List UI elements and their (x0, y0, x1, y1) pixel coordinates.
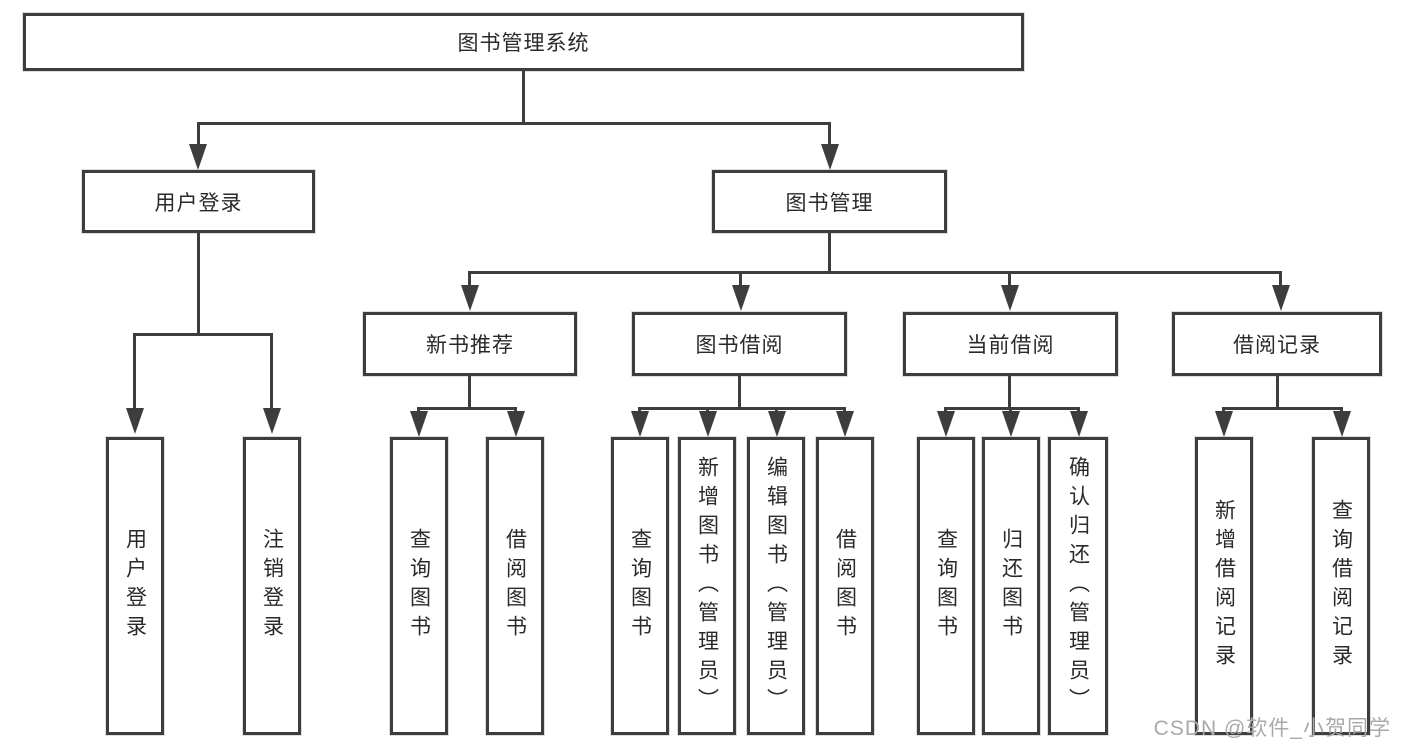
node-book-borrow: 图书借阅 (632, 312, 847, 376)
connector-line (638, 407, 846, 410)
node-borrow-records-label: 借阅记录 (1233, 334, 1321, 357)
leaf-borrow-books-2: 借阅图书 (816, 437, 874, 735)
connector-line (514, 407, 517, 413)
arrow-down-icon (1333, 411, 1351, 437)
connector-line (197, 233, 200, 336)
connector-line (775, 407, 778, 413)
connector-line (1008, 271, 1011, 285)
leaf-borrow-books-1: 借阅图书 (486, 437, 544, 735)
leaf-logout: 注销登录 (243, 437, 301, 735)
arrow-down-icon (507, 411, 525, 437)
node-user-login-label: 用户登录 (154, 191, 243, 215)
node-book-borrow-label: 图书借阅 (695, 334, 784, 357)
leaf-query-books-1-label: 查询图书 (407, 528, 431, 644)
connector-line (1279, 271, 1282, 285)
connector-line (828, 122, 831, 146)
connector-line (706, 407, 709, 413)
connector-line (638, 407, 641, 413)
arrow-down-icon (126, 408, 144, 434)
leaf-add-books-admin: 新增图书（管理员） (678, 437, 736, 735)
connector-line (1008, 376, 1011, 410)
node-current-borrow-label: 当前借阅 (966, 334, 1055, 357)
arrow-down-icon (1002, 411, 1020, 437)
leaf-query-borrow-record: 查询借阅记录 (1312, 437, 1370, 735)
arrow-down-icon (631, 411, 649, 437)
connector-line (1077, 407, 1080, 413)
arrow-down-icon (937, 411, 955, 437)
node-root-label: 图书管理系统 (457, 32, 590, 55)
leaf-borrow-books-1-label: 借阅图书 (503, 528, 527, 644)
csdn-watermark: CSDN @软件_小贺同学 (1153, 717, 1391, 740)
arrow-down-icon (263, 408, 281, 434)
connector-line (1009, 407, 1012, 413)
connector-line (1340, 407, 1343, 413)
arrow-down-icon (732, 285, 750, 311)
leaf-query-books-1: 查询图书 (390, 437, 448, 735)
leaf-return-books-label: 归还图书 (999, 528, 1023, 644)
connector-line (1276, 376, 1279, 410)
arrow-down-icon (461, 285, 479, 311)
connector-line (843, 407, 846, 413)
node-borrow-records: 借阅记录 (1172, 312, 1382, 376)
leaf-edit-books-admin: 编辑图书（管理员） (747, 437, 805, 735)
node-current-borrow: 当前借阅 (903, 312, 1118, 376)
leaf-query-books-2-label: 查询图书 (628, 528, 652, 644)
arrow-down-icon (410, 411, 428, 437)
leaf-query-books-3-label: 查询图书 (934, 528, 958, 644)
node-root: 图书管理系统 (23, 13, 1024, 71)
connector-line (133, 333, 136, 408)
connector-line (739, 271, 742, 285)
leaf-user-login: 用户登录 (106, 437, 164, 735)
leaf-query-borrow-record-label: 查询借阅记录 (1329, 499, 1353, 673)
node-user-login: 用户登录 (82, 170, 315, 233)
leaf-add-books-admin-label: 新增图书（管理员） (695, 455, 719, 717)
arrow-down-icon (189, 144, 207, 170)
connector-line (417, 407, 420, 413)
arrow-down-icon (1070, 411, 1088, 437)
arrow-down-icon (1001, 285, 1019, 311)
connector-line (133, 333, 273, 336)
connector-line (468, 376, 471, 410)
connector-line (468, 271, 1282, 274)
connector-line (197, 122, 831, 125)
leaf-confirm-return-admin-label: 确认归还（管理员） (1066, 455, 1090, 717)
leaf-borrow-books-2-label: 借阅图书 (833, 528, 857, 644)
leaf-edit-books-admin-label: 编辑图书（管理员） (764, 455, 788, 717)
arrow-down-icon (699, 411, 717, 437)
arrow-down-icon (836, 411, 854, 437)
arrow-down-icon (1215, 411, 1233, 437)
connector-line (1222, 407, 1225, 413)
connector-line (738, 376, 741, 410)
connector-line (417, 407, 517, 410)
node-book-management: 图书管理 (712, 170, 947, 233)
leaf-confirm-return-admin: 确认归还（管理员） (1048, 437, 1108, 735)
leaf-add-borrow-record-label: 新增借阅记录 (1212, 499, 1236, 673)
connector-line (944, 407, 947, 413)
connector-line (944, 407, 1080, 410)
leaf-add-borrow-record: 新增借阅记录 (1195, 437, 1253, 735)
leaf-query-books-3: 查询图书 (917, 437, 975, 735)
connector-line (270, 333, 273, 408)
connector-line (522, 71, 525, 125)
node-new-book-recommend-label: 新书推荐 (426, 334, 514, 357)
leaf-logout-label: 注销登录 (260, 528, 284, 644)
connector-line (1222, 407, 1342, 410)
connector-line (468, 271, 471, 285)
arrow-down-icon (821, 144, 839, 170)
connector-line (197, 122, 200, 146)
arrow-down-icon (768, 411, 786, 437)
node-new-book-recommend: 新书推荐 (363, 312, 577, 376)
leaf-query-books-2: 查询图书 (611, 437, 669, 735)
connector-line (828, 233, 831, 274)
leaf-user-login-label: 用户登录 (123, 528, 147, 644)
node-book-management-label: 图书管理 (785, 191, 874, 215)
leaf-return-books: 归还图书 (982, 437, 1040, 735)
arrow-down-icon (1272, 285, 1290, 311)
